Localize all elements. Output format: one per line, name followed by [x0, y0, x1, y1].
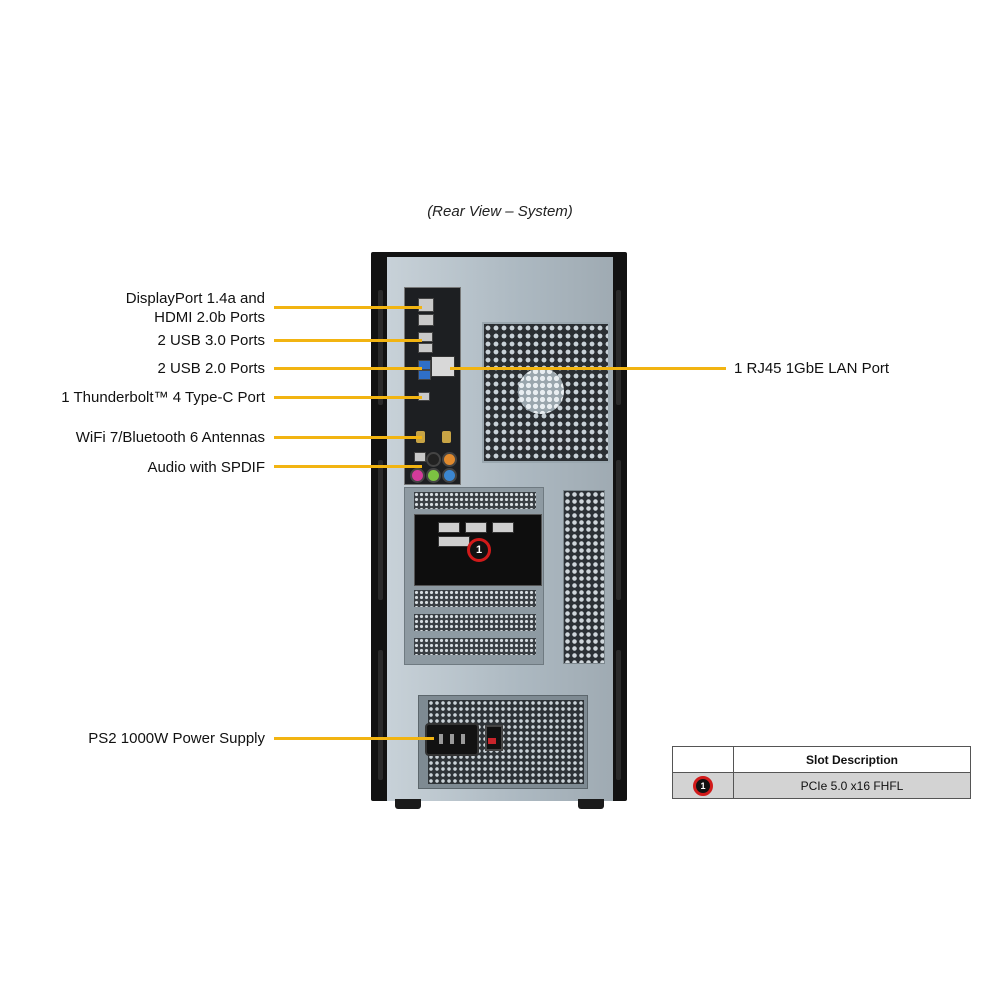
- callout-usb2: 2 USB 2.0 Ports: [157, 360, 265, 377]
- rear-fan-hub: [518, 368, 564, 414]
- power-switch-indicator: [488, 738, 496, 744]
- leader-usb3: [274, 339, 422, 342]
- leader-thunderbolt: [274, 396, 422, 399]
- leader-usb2: [274, 367, 422, 370]
- expansion-slot-cover: [414, 492, 536, 509]
- right-rail-upper: [616, 290, 621, 405]
- expansion-slot-cover: [414, 590, 536, 607]
- table-header-marker-col: [672, 746, 734, 773]
- callout-power-supply: PS2 1000W Power Supply: [88, 730, 265, 747]
- right-rail-middle: [616, 460, 621, 600]
- slot-marker: 1: [467, 538, 491, 562]
- audio-jack-blue: [442, 468, 457, 483]
- expansion-slot-cover: [414, 614, 536, 631]
- table-header-description: Slot Description: [733, 746, 971, 773]
- usb3-port-a: [418, 332, 433, 342]
- table-cell-description: PCIe 5.0 x16 FHFL: [733, 772, 971, 799]
- table-cell-marker: 1: [672, 772, 734, 799]
- inlet-pin: [439, 734, 443, 744]
- inlet-pin: [461, 734, 465, 744]
- left-rail-lower: [378, 650, 383, 780]
- callout-usb3: 2 USB 3.0 Ports: [157, 332, 265, 349]
- slot-marker-icon: 1: [693, 775, 713, 796]
- left-rail-upper: [378, 290, 383, 405]
- leader-power-supply: [274, 737, 434, 740]
- side-vent: [563, 490, 605, 664]
- left-rail-middle: [378, 460, 383, 600]
- displayport-connector: [418, 298, 434, 312]
- callout-thunderbolt: 1 Thunderbolt™ 4 Type-C Port: [61, 389, 265, 406]
- gpu-output-4: [438, 536, 470, 547]
- leader-lan: [450, 367, 726, 370]
- callout-lan: 1 RJ45 1GbE LAN Port: [734, 360, 890, 377]
- gpu-output-3: [492, 522, 514, 533]
- usb2-port-b: [418, 370, 431, 380]
- audio-jack-green: [426, 468, 441, 483]
- usb3-port-b: [418, 343, 433, 353]
- figure-caption: (Rear View – System): [427, 203, 573, 220]
- antenna-connector-right: [442, 431, 451, 443]
- callout-displayport: DisplayPort 1.4a and HDMI 2.0b Ports: [126, 289, 265, 327]
- slot-description-table: Slot Description 1 PCIe 5.0 x16 FHFL: [672, 746, 971, 799]
- expansion-slot-cover: [414, 638, 536, 655]
- table-header-row: Slot Description: [672, 746, 971, 773]
- spdif-port: [414, 452, 426, 462]
- callout-displayport-line2: HDMI 2.0b Ports: [154, 309, 265, 326]
- gpu-output-1: [438, 522, 460, 533]
- audio-jack-black: [426, 452, 441, 467]
- audio-jack-orange: [442, 452, 457, 467]
- callout-wifi: WiFi 7/Bluetooth 6 Antennas: [75, 429, 265, 446]
- gpu-output-2: [465, 522, 487, 533]
- right-rail-lower: [616, 650, 621, 780]
- hdmi-connector: [418, 314, 434, 326]
- callout-displayport-line1: DisplayPort 1.4a and: [125, 290, 265, 307]
- foot-right: [578, 799, 604, 809]
- table-row: 1 PCIe 5.0 x16 FHFL: [672, 772, 971, 799]
- audio-jack-pink: [410, 468, 425, 483]
- usb2-port-a: [418, 360, 431, 370]
- leader-displayport: [274, 306, 422, 309]
- callout-audio: Audio with SPDIF: [147, 459, 265, 476]
- rj45-lan-port: [431, 356, 455, 377]
- foot-left: [395, 799, 421, 809]
- inlet-pin: [450, 734, 454, 744]
- leader-audio: [274, 465, 422, 468]
- leader-wifi: [274, 436, 422, 439]
